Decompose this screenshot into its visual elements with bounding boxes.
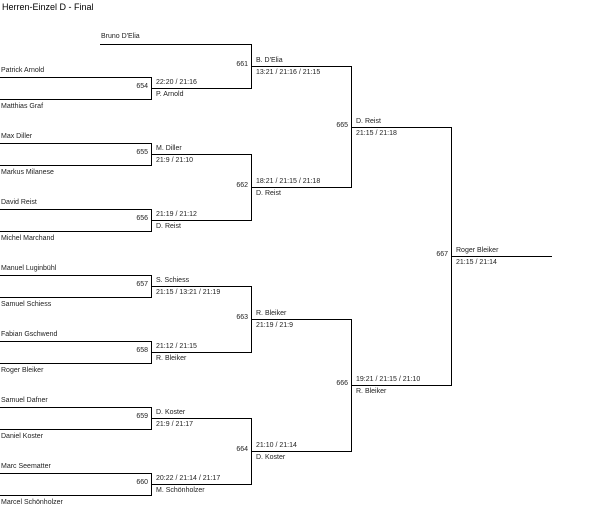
match-number: 664: [236, 446, 248, 453]
bracket-line: [451, 256, 552, 257]
bracket-line: [251, 451, 352, 452]
bracket-line: [0, 473, 152, 474]
match-score: 13:21 / 21:16 / 21:15: [256, 69, 321, 76]
player-name: Samuel Dafner: [1, 397, 48, 404]
player-name: Matthias Graf: [1, 103, 44, 110]
match-number: 656: [136, 215, 148, 222]
player-name: Marcel Schönholzer: [1, 499, 63, 506]
bracket-line: [0, 165, 152, 166]
winner-name: R. Bleiker: [356, 388, 387, 395]
match-score: 22:20 / 21:16: [156, 79, 197, 86]
bracket-line: [251, 319, 352, 320]
bracket-line: [0, 495, 152, 496]
player-name: Markus Milanese: [1, 169, 54, 176]
winner-name: D. Reist: [256, 190, 281, 197]
player-name: Marc Seematter: [1, 463, 51, 470]
match-score: 21:19 / 21:12: [156, 211, 197, 218]
match-score: 21:9 / 21:10: [156, 157, 193, 164]
match-number: 659: [136, 413, 148, 420]
bracket-line: [0, 363, 152, 364]
bracket-line: [100, 44, 252, 45]
bracket-line: [0, 77, 152, 78]
match-score: 21:15 / 21:14: [456, 259, 497, 266]
match-number: 658: [136, 347, 148, 354]
bracket-line: [0, 99, 152, 100]
match-number: 657: [136, 281, 148, 288]
match-number: 665: [336, 122, 348, 129]
bracket-line: [351, 385, 452, 386]
player-name: David Reist: [1, 199, 37, 206]
match-number: 662: [236, 182, 248, 189]
match-number: 667: [436, 251, 448, 258]
bracket-line: [151, 484, 252, 485]
winner-name: B. D'Elia: [256, 57, 283, 64]
player-name: Michel Marchand: [1, 235, 55, 242]
player-name: Bruno D'Elia: [101, 33, 140, 40]
match-number: 663: [236, 314, 248, 321]
bracket-line: [0, 209, 152, 210]
bracket-line: [151, 154, 252, 155]
match-number: 666: [336, 380, 348, 387]
player-name: Manuel Luginbühl: [1, 265, 57, 272]
match-score: 20:22 / 21:14 / 21:17: [156, 475, 221, 482]
bracket-line: [151, 352, 252, 353]
winner-name: R. Bleiker: [156, 355, 187, 362]
player-name: Daniel Koster: [1, 433, 44, 440]
match-score: 21:15 / 13:21 / 21:19: [156, 289, 221, 296]
match-number: 654: [136, 83, 148, 90]
player-name: Samuel Schiess: [1, 301, 52, 308]
bracket-line: [0, 341, 152, 342]
player-name: Patrick Arnold: [1, 67, 45, 74]
bracket-line: [0, 407, 152, 408]
player-name: Fabian Gschwend: [1, 331, 58, 338]
match-number: 660: [136, 479, 148, 486]
match-score: 21:15 / 21:18: [356, 130, 397, 137]
bracket-line: [0, 275, 152, 276]
bracket-line: [0, 297, 152, 298]
bracket-line: [151, 286, 252, 287]
bracket-line: [0, 429, 152, 430]
winner-name: S. Schiess: [156, 277, 190, 284]
bracket-line: [151, 418, 252, 419]
player-name: Max Diller: [1, 133, 33, 140]
match-score: 19:21 / 21:15 / 21:10: [356, 376, 421, 383]
match-score: 21:10 / 21:14: [256, 442, 297, 449]
champion-name: Roger Bleiker: [456, 247, 499, 254]
bracket-line: [151, 220, 252, 221]
bracket-line: [251, 66, 352, 67]
winner-name: D. Reist: [156, 223, 181, 230]
winner-name: R. Bleiker: [256, 310, 287, 317]
match-score: 21:9 / 21:17: [156, 421, 193, 428]
player-name: Roger Bleiker: [1, 367, 44, 374]
winner-name: P. Arnold: [156, 91, 184, 98]
winner-name: M. Schönholzer: [156, 487, 205, 494]
winner-name: D. Koster: [256, 454, 286, 461]
bracket-line: [151, 88, 252, 89]
page-title: Herren-Einzel D - Final: [2, 2, 94, 12]
bracket-line: [0, 231, 152, 232]
bracket-line: [0, 143, 152, 144]
winner-name: D. Reist: [356, 118, 381, 125]
match-score: 21:19 / 21:9: [256, 322, 293, 329]
winner-name: D. Koster: [156, 409, 186, 416]
match-number: 661: [236, 61, 248, 68]
winner-name: M. Diller: [156, 145, 182, 152]
bracket-line: [351, 127, 452, 128]
match-score: 21:12 / 21:15: [156, 343, 197, 350]
bracket-line: [251, 187, 352, 188]
match-score: 18:21 / 21:15 / 21:18: [256, 178, 321, 185]
match-number: 655: [136, 149, 148, 156]
